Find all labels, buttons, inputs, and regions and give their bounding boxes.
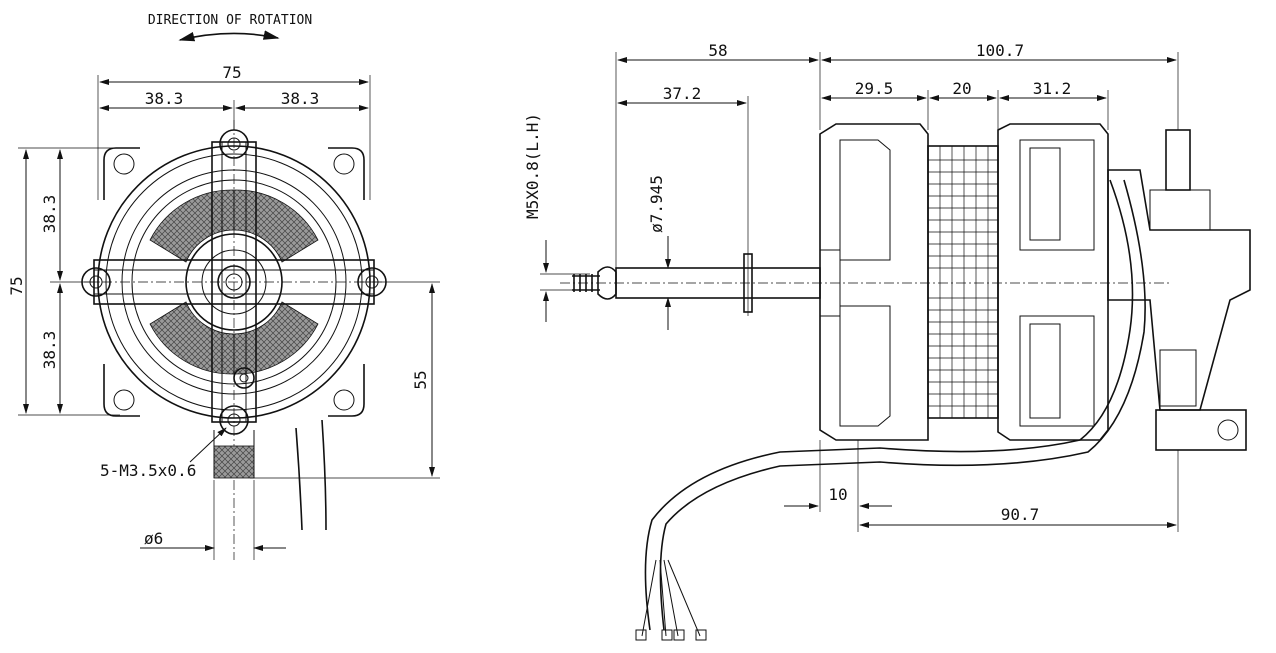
wire-terminal-icon <box>635 629 707 641</box>
shaft-total-dim: 58 <box>708 41 727 60</box>
seg1-dim: 29.5 <box>855 79 894 98</box>
seg2-dim: 20 <box>952 79 971 98</box>
screws-label: 5-M3.5x0.6 <box>100 461 196 480</box>
hole-dia-dim: ø6 <box>144 529 163 548</box>
side-view: 58 100.7 37.2 29.5 20 31.2 M5X0.8(L.H) ø… <box>523 41 1251 641</box>
front-half-bottom-dim: 38.3 <box>40 331 59 370</box>
lamination-lines <box>928 146 998 418</box>
flange-dim: 10 <box>828 485 847 504</box>
front-half-top-dim: 38.3 <box>40 195 59 234</box>
rotation-arrow-icon <box>178 30 280 42</box>
front-view: DIRECTION OF ROTATION 75 38.3 38.3 75 38… <box>7 13 440 560</box>
shaft-dia-label: ø7.945 <box>647 175 666 233</box>
rotation-label: DIRECTION OF ROTATION <box>148 13 312 28</box>
front-height-dim: 75 <box>7 276 26 295</box>
front-width-dim: 75 <box>222 63 241 82</box>
body-total-dim: 100.7 <box>976 41 1024 60</box>
shaft-part-dim: 37.2 <box>663 84 702 103</box>
overall-dim: 90.7 <box>1001 505 1040 524</box>
front-half-right-dim: 38.3 <box>281 89 320 108</box>
shaft-height-dim: 55 <box>411 370 430 389</box>
front-half-left-dim: 38.3 <box>145 89 184 108</box>
seg3-dim: 31.2 <box>1033 79 1072 98</box>
thread-label: M5X0.8(L.H) <box>523 113 542 219</box>
